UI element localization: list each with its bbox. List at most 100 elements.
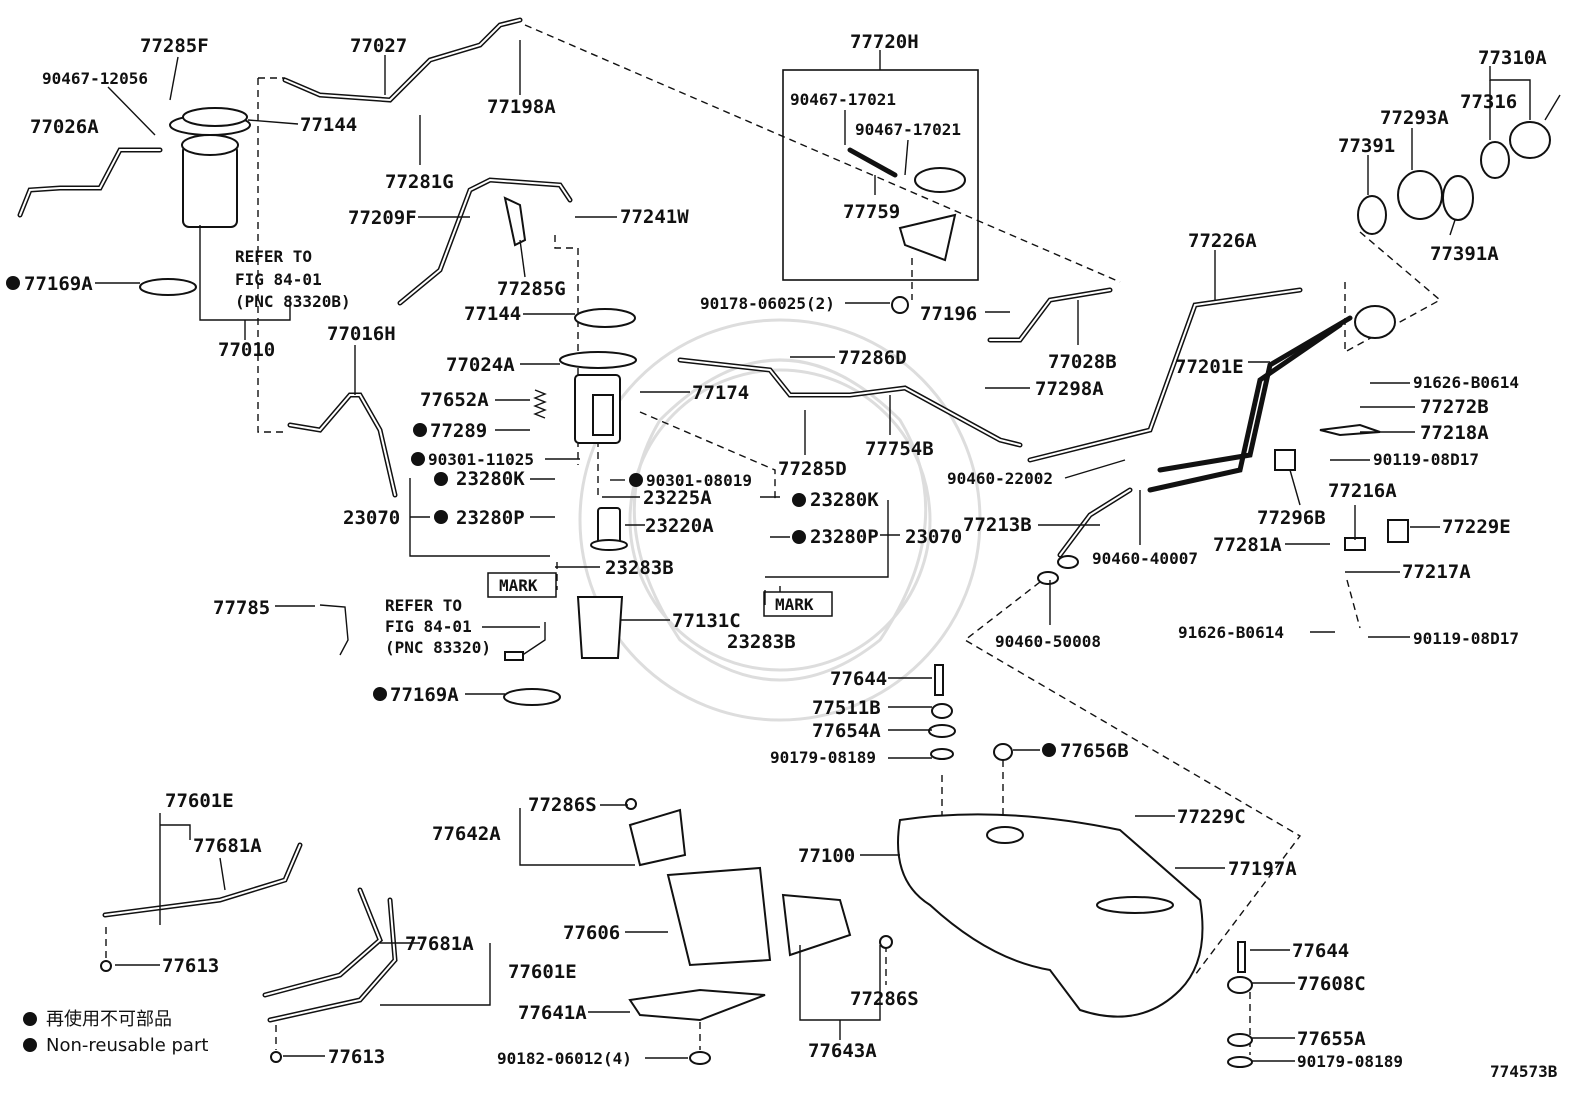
label-90119-08D17-b: 90119-08D17	[1413, 629, 1519, 648]
label-77613-a: 77613	[162, 955, 219, 977]
label-90460-50008: 90460-50008	[995, 632, 1101, 651]
label-77293A: 77293A	[1380, 107, 1449, 129]
label-77281A: 77281A	[1213, 534, 1282, 556]
label-77681A-a: 77681A	[193, 835, 262, 857]
label-77010: 77010	[218, 339, 275, 361]
non-reusable-dots	[6, 276, 1056, 1052]
label-77198A: 77198A	[487, 96, 556, 118]
label-90460-22002: 90460-22002	[947, 469, 1053, 488]
label-77024A: 77024A	[446, 354, 515, 376]
part-labels: 77285F 77027 90467-12056 77026A 77144 77…	[24, 31, 1547, 1071]
label-77642A: 77642A	[432, 823, 501, 845]
label-77296B: 77296B	[1257, 507, 1326, 529]
label-23283B-b: 23283B	[727, 631, 796, 653]
label-77644-bottom: 77644	[1292, 940, 1349, 962]
label-77655A: 77655A	[1297, 1028, 1366, 1050]
label-77608C: 77608C	[1297, 973, 1366, 995]
label-77027: 77027	[350, 35, 407, 57]
label-23280P-b: 23280P	[810, 526, 879, 548]
refer-note-1-line-3: (PNC 83320B)	[235, 292, 351, 311]
label-23280K-a: 23280K	[456, 468, 525, 490]
mark-label-b: MARK	[775, 595, 814, 614]
label-77169A-top: 77169A	[24, 273, 93, 295]
refer-note-1-line-2: FIG 84-01	[235, 270, 322, 289]
label-77391: 77391	[1338, 135, 1395, 157]
label-90119-08D17-a: 90119-08D17	[1373, 450, 1479, 469]
label-77026A: 77026A	[30, 116, 99, 138]
label-77643A: 77643A	[808, 1040, 877, 1062]
label-77213B: 77213B	[963, 514, 1032, 536]
label-77754B: 77754B	[865, 438, 934, 460]
label-77229C: 77229C	[1177, 806, 1246, 828]
refer-note-2-line-2: FIG 84-01	[385, 617, 472, 636]
label-77286S-a: 77286S	[528, 794, 597, 816]
label-77644-top: 77644	[830, 668, 887, 690]
label-90460-40007: 90460-40007	[1092, 549, 1198, 568]
label-77241W: 77241W	[620, 206, 689, 228]
watermark-emblem	[578, 318, 982, 722]
label-77601E-a: 77601E	[165, 790, 234, 812]
label-23225A: 23225A	[643, 487, 712, 509]
label-77144-mid: 77144	[464, 303, 521, 325]
label-23283B-a: 23283B	[605, 557, 674, 579]
legend-japanese: 再使用不可部品	[46, 1009, 172, 1030]
dashed-relation-lines	[105, 24, 1442, 1055]
label-77016H: 77016H	[327, 323, 396, 345]
label-77169A-bottom: 77169A	[390, 684, 459, 706]
refer-note-1-line-1: REFER TO	[235, 247, 312, 266]
label-77229E: 77229E	[1442, 516, 1511, 538]
refer-note-1: REFER TO FIG 84-01 (PNC 83320B)	[235, 247, 351, 311]
label-90178-06025: 90178-06025(2)	[700, 294, 835, 313]
label-77720H: 77720H	[850, 31, 919, 53]
label-90301-11025: 90301-11025	[428, 450, 534, 469]
label-77613-b: 77613	[328, 1046, 385, 1068]
refer-note-2-line-1: REFER TO	[385, 596, 462, 615]
label-77654A: 77654A	[812, 720, 881, 742]
label-77652A: 77652A	[420, 389, 489, 411]
label-77785: 77785	[213, 597, 270, 619]
fuel-filter-shape	[169, 114, 251, 228]
insulator-77642A-shape	[628, 808, 687, 867]
label-77201E: 77201E	[1175, 356, 1244, 378]
label-77656B: 77656B	[1060, 740, 1129, 762]
label-77217A: 77217A	[1402, 561, 1471, 583]
label-90301-08019: 90301-08019	[646, 471, 752, 490]
label-77606: 77606	[563, 922, 620, 944]
refer-note-2: REFER TO FIG 84-01 (PNC 83320)	[385, 596, 491, 657]
label-77285F: 77285F	[140, 35, 209, 57]
label-77281G: 77281G	[385, 171, 454, 193]
label-77316: 77316	[1460, 91, 1517, 113]
parts	[17, 17, 1561, 1068]
label-90179-08189-b: 90179-08189	[1297, 1052, 1403, 1071]
fuel-tank-shape	[897, 813, 1204, 1018]
label-77226A: 77226A	[1188, 230, 1257, 252]
leader-lines	[95, 40, 1531, 1062]
label-90182-06012: 90182-06012(4)	[497, 1049, 632, 1068]
label-77641A: 77641A	[518, 1002, 587, 1024]
label-77131C: 77131C	[672, 610, 741, 632]
label-77289: 77289	[430, 420, 487, 442]
label-77028B: 77028B	[1048, 351, 1117, 373]
label-77286D: 77286D	[838, 347, 907, 369]
label-77759: 77759	[843, 201, 900, 223]
label-91626-B0614-a: 91626-B0614	[1413, 373, 1519, 392]
label-90467-12056: 90467-12056	[42, 69, 148, 88]
label-90467-17021-a: 90467-17021	[790, 90, 896, 109]
label-77310A: 77310A	[1478, 47, 1547, 69]
label-77272B: 77272B	[1420, 396, 1489, 418]
label-77144-top: 77144	[300, 114, 357, 136]
diagram-id: 774573B	[1490, 1062, 1558, 1081]
label-91626-B0614-b: 91626-B0614	[1178, 623, 1284, 642]
label-23220A: 23220A	[645, 515, 714, 537]
insulator-77641A-shape	[628, 988, 766, 1022]
label-77391A: 77391A	[1430, 243, 1499, 265]
label-77197A: 77197A	[1228, 858, 1297, 880]
label-77196: 77196	[920, 303, 977, 325]
label-77285G: 77285G	[497, 278, 566, 300]
label-77601E-b: 77601E	[508, 961, 577, 983]
label-77681A-b: 77681A	[405, 933, 474, 955]
label-77216A: 77216A	[1328, 480, 1397, 502]
insulator-77606-shape	[666, 866, 772, 967]
refer-note-2-line-3: (PNC 83320)	[385, 638, 491, 657]
